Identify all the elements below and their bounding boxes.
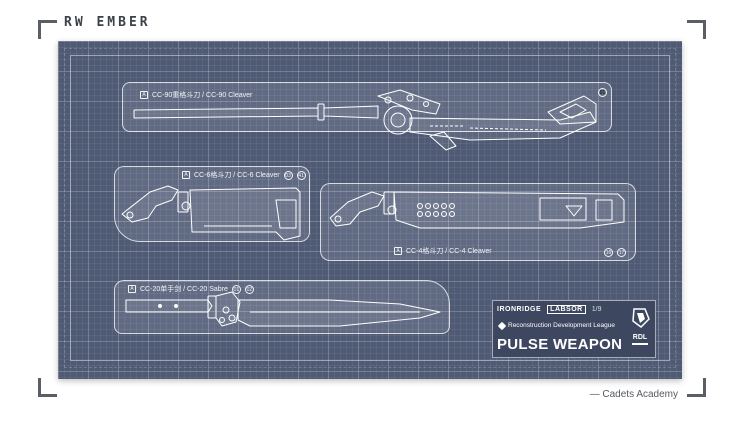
weapon-name: CC-6格斗刀 / CC-6 Cleaver [194, 172, 280, 179]
tag-icon: A [182, 171, 190, 179]
weapon-label-cc20: A CC-20单手剑 / CC-20 Sabre 01 02 [128, 284, 254, 294]
product-title: PULSE WEAPON [497, 336, 623, 353]
footer-credit: — Cadets Academy [589, 389, 678, 400]
board-ruler-frame [64, 48, 676, 368]
cc90-cleaver-shape [133, 89, 597, 151]
weapon-label-cc90: A CC-90重格斗刀 / CC-90 Cleaver [140, 90, 252, 100]
brand-row: IRONRIDGE LABSOR 1/9 [497, 305, 601, 314]
brand-logo: RW EMBER [64, 15, 151, 30]
weapon-plate-cc20 [114, 280, 450, 334]
part-number-badge: 01 [231, 284, 241, 294]
league-icon [497, 321, 507, 330]
rdl-logo-icon: RDL [632, 308, 650, 345]
tag-icon: A [140, 91, 148, 99]
product-info-panel: IRONRIDGE LABSOR 1/9 Reconstruction Deve… [492, 300, 656, 358]
weapon-plate-cc6 [114, 166, 310, 242]
weapon-name: CC-20单手剑 / CC-20 Sabre [140, 286, 228, 293]
weapon-label-cc4: A CC-4格斗刀 / CC-4 Cleaver [394, 246, 492, 256]
corner-bracket-bottom-left [38, 378, 57, 397]
part-number-badge: 01 [598, 88, 607, 97]
tag-icon: A [394, 247, 402, 255]
part-number-badge: 17 [617, 248, 626, 257]
part-number-badge: 41 [296, 170, 306, 180]
part-number-group-cc4: 16 17 [604, 248, 626, 257]
part-number-badge: 16 [604, 248, 613, 257]
weapon-plate-cc90 [122, 82, 612, 132]
cc4-cleaver-shape [329, 191, 625, 229]
corner-bracket-top-left [38, 20, 57, 39]
scale-label: 1/9 [591, 306, 602, 313]
weapon-name: CC-4格斗刀 / CC-4 Cleaver [406, 248, 492, 255]
weapon-plate-cc4 [320, 183, 636, 261]
weapon-name: CC-90重格斗刀 / CC-90 Cleaver [152, 92, 253, 99]
part-number-badge: 02 [244, 284, 254, 294]
weapon-label-cc6: A CC-6格斗刀 / CC-6 Cleaver 03 41 [182, 170, 306, 180]
cc20-sabre-shape [125, 291, 441, 327]
league-row: Reconstruction Development League [497, 321, 615, 330]
board-inner-frame [70, 55, 670, 361]
corner-bracket-bottom-right [687, 378, 706, 397]
brand-labsor: LABSOR [547, 305, 586, 314]
tag-icon: A [128, 285, 136, 293]
league-name: Reconstruction Development League [508, 322, 615, 329]
cc6-cleaver-shape [121, 185, 301, 241]
part-number-badge: 03 [283, 170, 293, 180]
rdl-badge-text: RDL [633, 334, 648, 341]
brand-ironridge: IRONRIDGE [497, 306, 542, 313]
corner-bracket-top-right [687, 20, 706, 39]
